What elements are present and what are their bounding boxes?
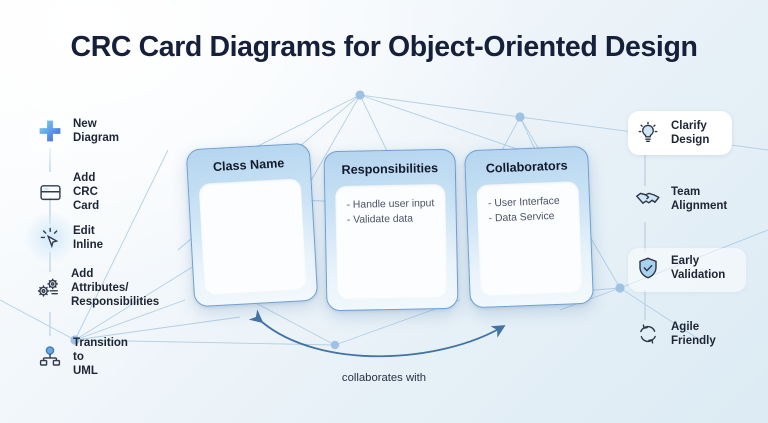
cycle-arrows-icon [634,320,662,348]
rail-item-label: Agile Friendly [671,321,716,348]
rail-item-label: Team Alignment [671,186,728,213]
handshake-icon [634,185,662,213]
gears-icon [34,274,62,302]
rail-item-label: Add CRC Card [73,172,100,213]
rail-item-label: Early Validation [671,255,726,282]
rail-item-team-alignment[interactable]: Team Alignment [634,185,727,213]
rail-item-label: New Diagram [73,118,120,145]
collaborates-caption: collaborates with [341,372,427,384]
shield-check-icon [634,254,662,282]
card-icon [36,178,64,206]
rail-item-transition-uml[interactable]: Transition to UML [36,336,128,378]
rail-item-add-crc-card[interactable]: Add CRC Card [36,171,99,213]
rail-item-early-validation[interactable]: Early Validation [634,254,725,282]
uml-hierarchy-icon [36,343,64,371]
rail-item-label: Transition to UML [73,337,128,378]
rail-item-agile-friendly[interactable]: Agile Friendly [634,320,716,348]
lightbulb-icon [634,119,662,147]
cursor-click-icon [36,224,64,252]
rail-item-label: Clarify Design [671,120,710,147]
rail-item-edit-inline[interactable]: Edit Inline [36,224,103,252]
plus-icon [36,117,64,145]
page-title: CRC Card Diagrams for Object-Oriented De… [70,31,698,63]
rail-item-add-attributes[interactable]: Add Attributes/ Responsibilities [34,267,159,309]
rail-item-clarify-design[interactable]: Clarify Design [634,119,709,147]
rail-item-label: Add Attributes/ Responsibilities [71,268,160,309]
rail-item-new-diagram[interactable]: New Diagram [36,117,119,145]
rail-item-label: Edit Inline [73,225,104,252]
